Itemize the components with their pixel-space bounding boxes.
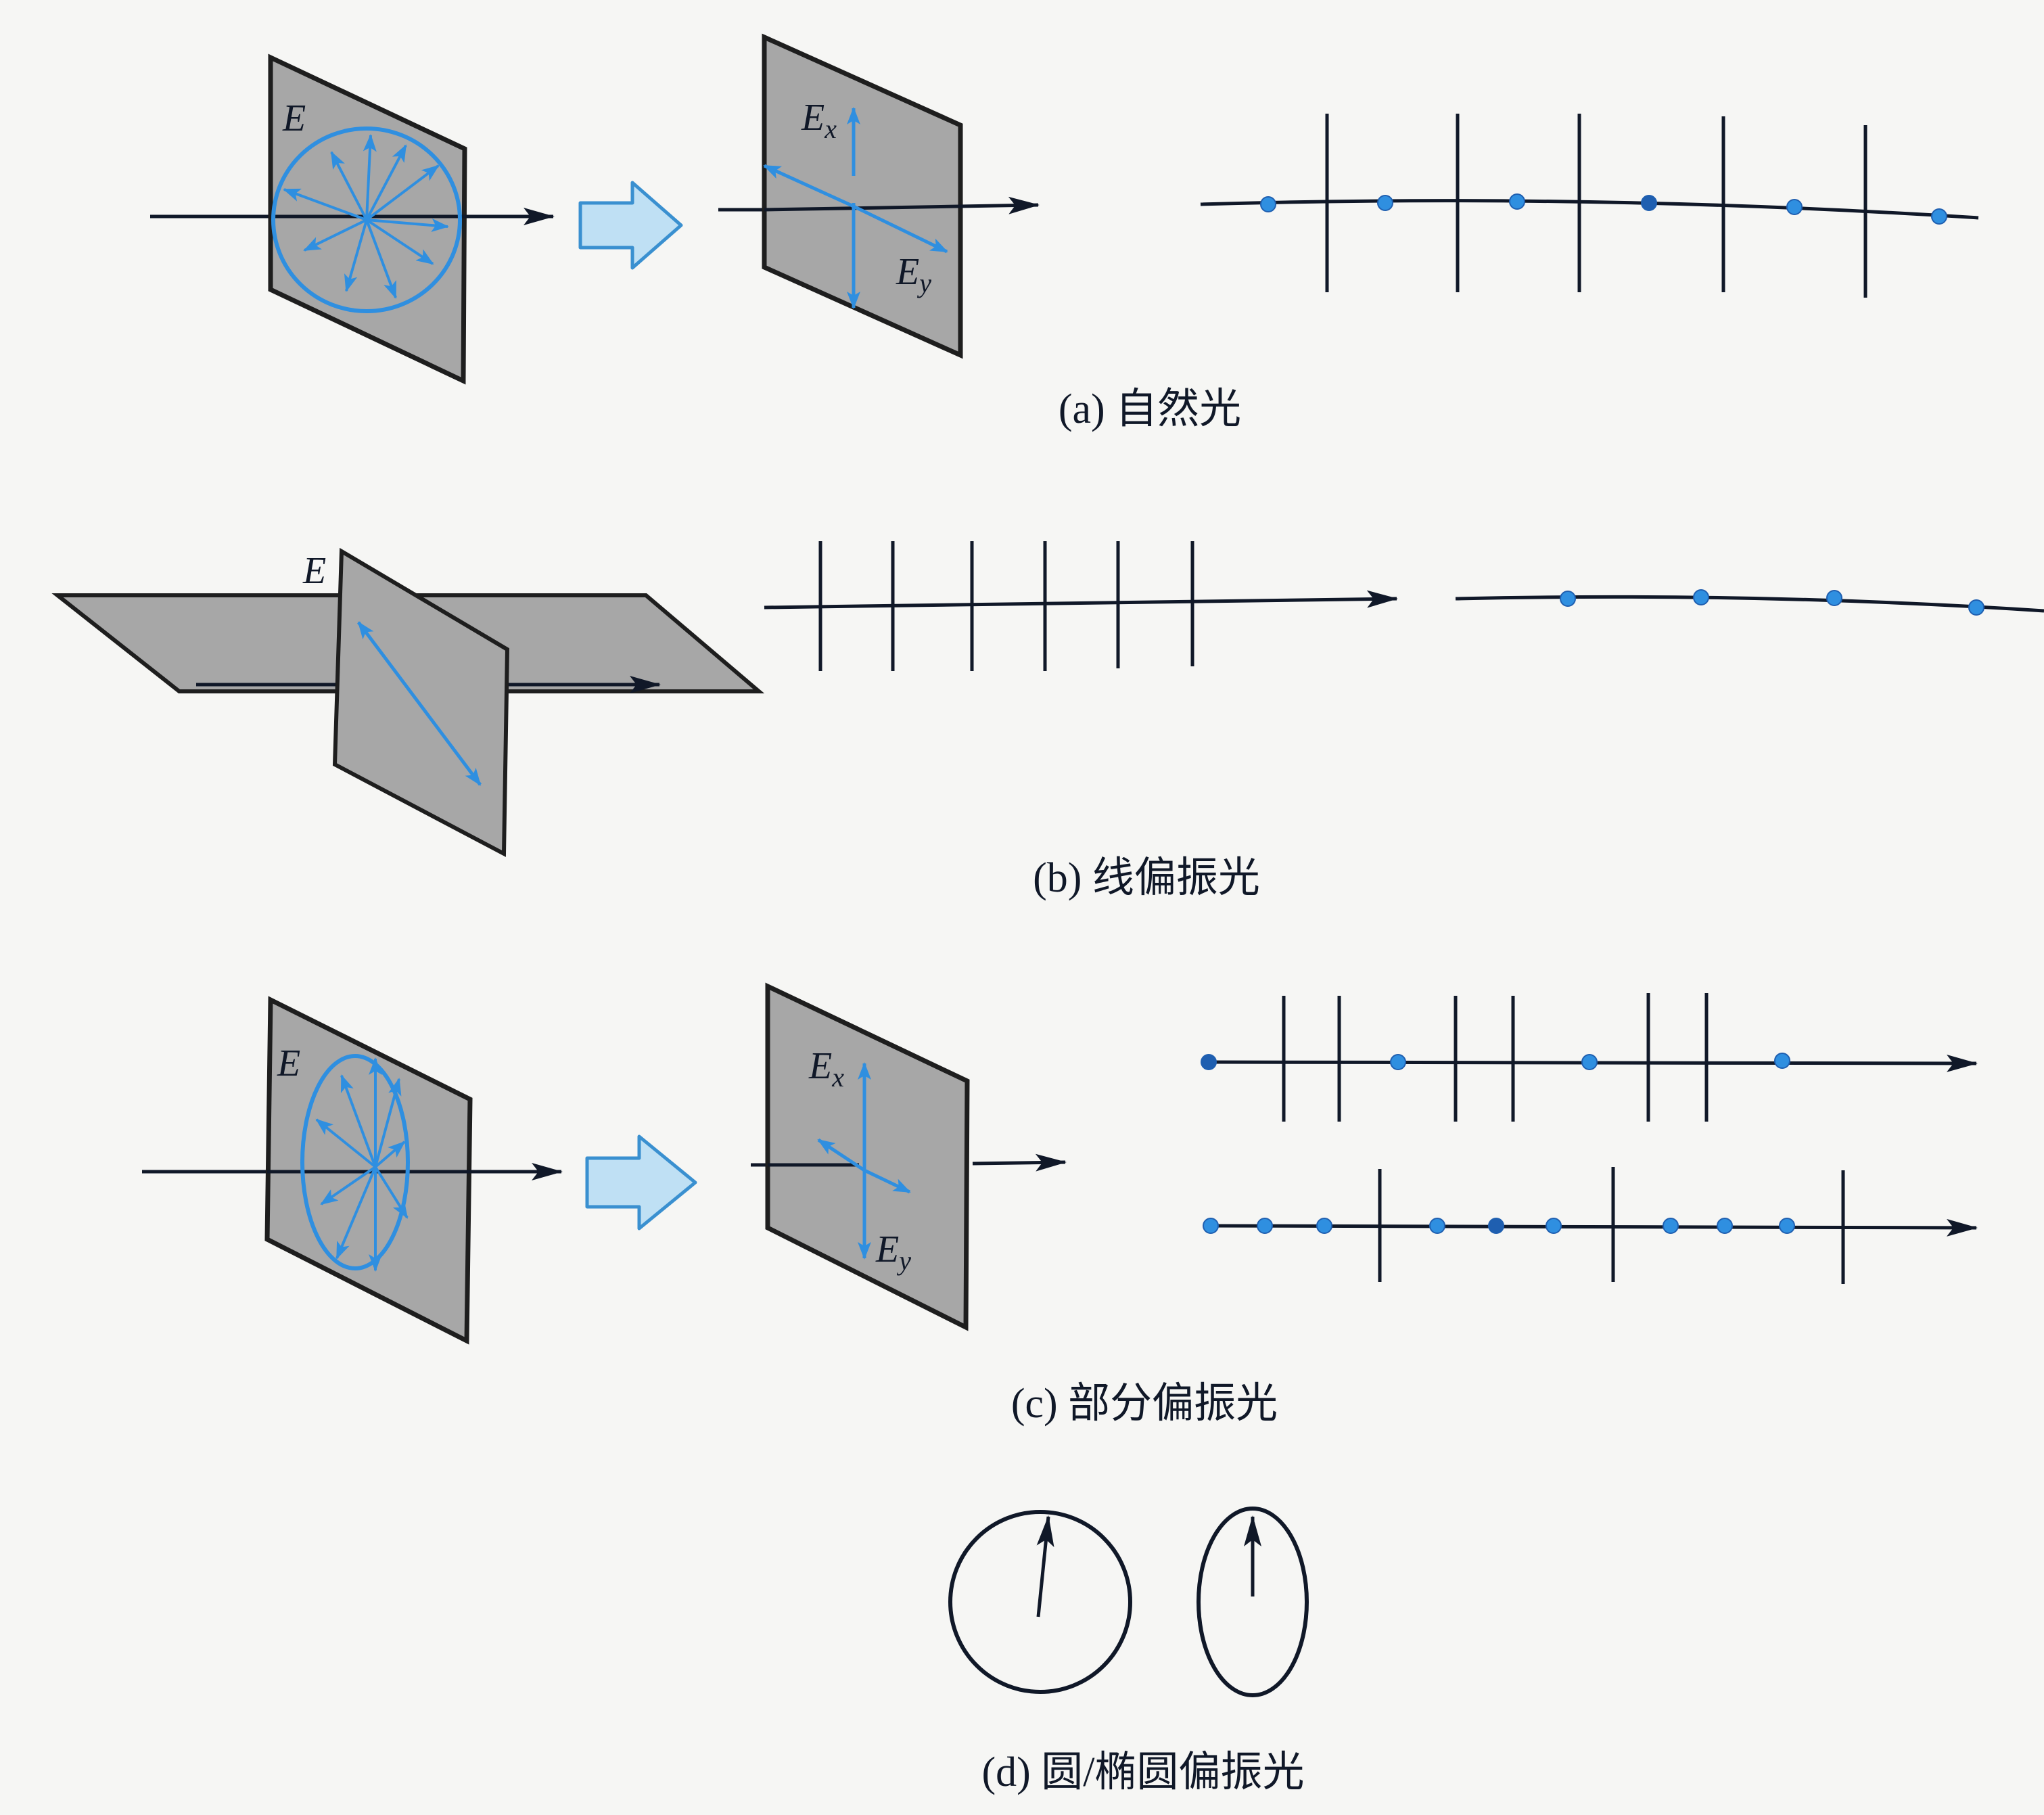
plane-c1: E bbox=[142, 996, 563, 1345]
label-e-c: E bbox=[277, 1042, 300, 1084]
ray-line-b1 bbox=[764, 590, 1398, 610]
caption-d: (d) 圆/椭圆偏振光 bbox=[981, 1749, 1304, 1795]
plane-c2-surface bbox=[765, 982, 970, 1331]
diag-vector-c1 bbox=[817, 1138, 866, 1172]
ray-line-c2 bbox=[1210, 1218, 1978, 1237]
label-ex-a: Ex bbox=[801, 97, 837, 144]
panel-b: E (b) 线偏振光 bbox=[51, 541, 2044, 901]
transform-arrow-icon-c bbox=[585, 1134, 697, 1231]
dot-oscillations-b bbox=[1560, 589, 1984, 616]
dot-oscillations-a bbox=[1260, 193, 1947, 225]
ray-line-b2 bbox=[1455, 595, 2044, 613]
ey-horizontal-a bbox=[852, 204, 948, 254]
circular-polarization-circle bbox=[948, 1510, 1132, 1694]
big-arrow-c bbox=[585, 1134, 697, 1231]
random-e-vectors bbox=[283, 134, 449, 299]
circular-e-vector bbox=[1036, 1515, 1054, 1617]
elliptical-polarization-ellipse bbox=[1197, 1507, 1309, 1697]
vertical-oscillations-c2 bbox=[1378, 1167, 1845, 1284]
ray-schematic-c2 bbox=[1203, 1167, 1978, 1284]
ray-schematic-c1 bbox=[1201, 993, 1978, 1122]
panel-a: E Ex Ey bbox=[150, 33, 1979, 432]
label-e-b: E bbox=[302, 550, 326, 592]
transform-arrow-icon bbox=[578, 181, 683, 270]
plane-c2: Ex Ey bbox=[751, 982, 1067, 1331]
plane-a1: E bbox=[150, 53, 555, 385]
panel-c: E Ex Ey bbox=[142, 982, 1978, 1427]
caption-a: (a) 自然光 bbox=[1059, 386, 1241, 432]
label-e-a: E bbox=[282, 97, 306, 139]
vertical-oscillations-b bbox=[818, 541, 1194, 671]
vertical-oscillations-c1 bbox=[1282, 993, 1709, 1122]
plane-a2-surface bbox=[762, 33, 963, 359]
ray-through-a2 bbox=[764, 196, 1040, 214]
big-arrow-a bbox=[578, 181, 683, 270]
partial-e-vectors bbox=[315, 1057, 409, 1272]
ex-horizontal-a bbox=[763, 164, 855, 208]
dot-oscillations-c1 bbox=[1201, 1053, 1790, 1070]
label-ex-c: Ex bbox=[808, 1045, 844, 1093]
label-ey-a: Ey bbox=[896, 251, 931, 298]
natural-light-circle bbox=[271, 127, 462, 313]
ray-out-c2 bbox=[972, 1153, 1067, 1172]
ray-schematic-a bbox=[1200, 114, 1979, 298]
caption-b: (b) 线偏振光 bbox=[1033, 855, 1260, 901]
plane-a2: Ex Ey bbox=[718, 33, 1040, 359]
ray-schematic-b2 bbox=[1455, 589, 2044, 616]
panel-d: (d) 圆/椭圆偏振光 bbox=[948, 1507, 1309, 1795]
partial-polarization-ellipse bbox=[300, 1054, 410, 1270]
vertical-oscillations-a bbox=[1325, 114, 1867, 298]
label-ey-c: Ey bbox=[875, 1228, 911, 1276]
ray-schematic-b1 bbox=[764, 541, 1398, 671]
linear-e-vector bbox=[357, 621, 482, 786]
caption-c: (c) 部分偏振光 bbox=[1011, 1381, 1278, 1427]
dot-oscillations-c2 bbox=[1203, 1218, 1795, 1234]
diag-vector-c2 bbox=[863, 1168, 911, 1194]
ray-line-a bbox=[1200, 199, 1979, 220]
